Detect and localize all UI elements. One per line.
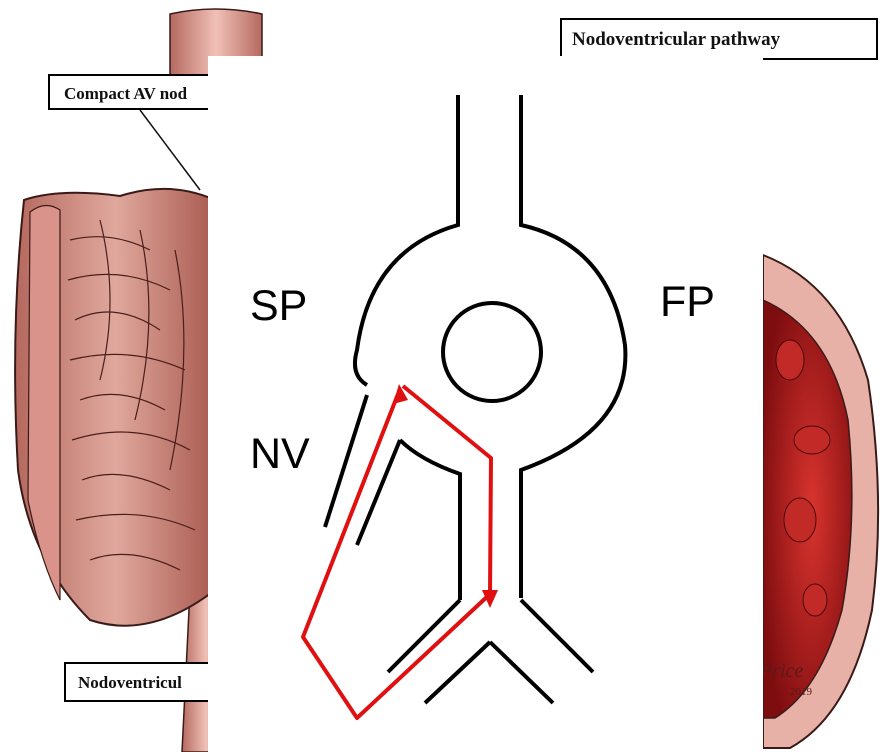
his-stem-right xyxy=(521,95,625,598)
bundle-branch-left-inner xyxy=(425,642,490,703)
compact-node-circle xyxy=(443,303,541,401)
bundle-branch-right-inner xyxy=(490,642,553,703)
nodoventricular-label: NV xyxy=(250,430,310,479)
nv-pathway-outer xyxy=(325,395,367,527)
nv-pathway-inner xyxy=(357,440,400,545)
bundle-branch-right-outer xyxy=(521,600,593,672)
bundle-branch-left-outer xyxy=(388,600,460,672)
slow-pathway-label: SP xyxy=(250,282,307,331)
node-lower-left xyxy=(400,440,460,600)
fast-pathway-label: FP xyxy=(660,278,715,327)
circuit-path xyxy=(403,386,491,594)
